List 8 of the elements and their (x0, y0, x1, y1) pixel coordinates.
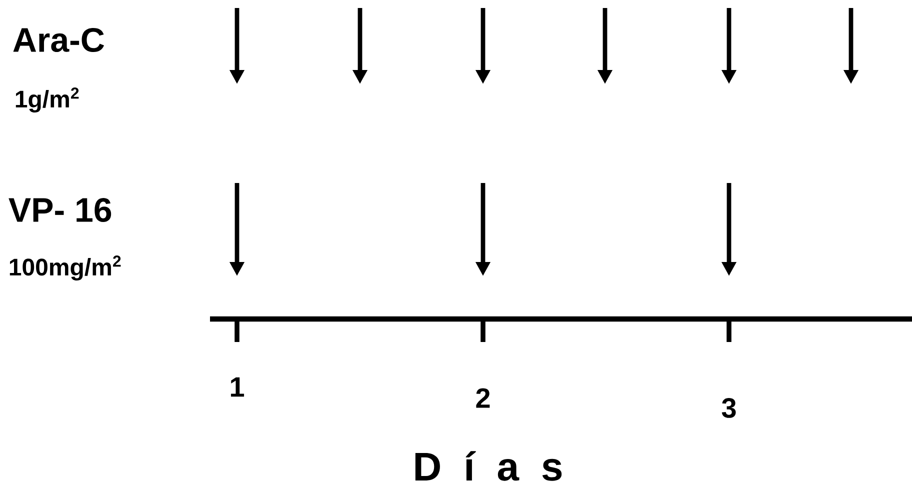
day-number: 3 (722, 398, 736, 418)
axis-title: D í a s (415, 451, 562, 481)
day-number: 1 (230, 377, 244, 397)
dose-label: 1g/m$^{2}$ (16, 88, 79, 112)
drug-label: Ara-C (13, 28, 104, 52)
day-number: 2 (476, 388, 490, 408)
dose-label: 100mg/m$^{2}$ (10, 256, 121, 280)
drug-label: VP- 16 (8, 198, 112, 222)
